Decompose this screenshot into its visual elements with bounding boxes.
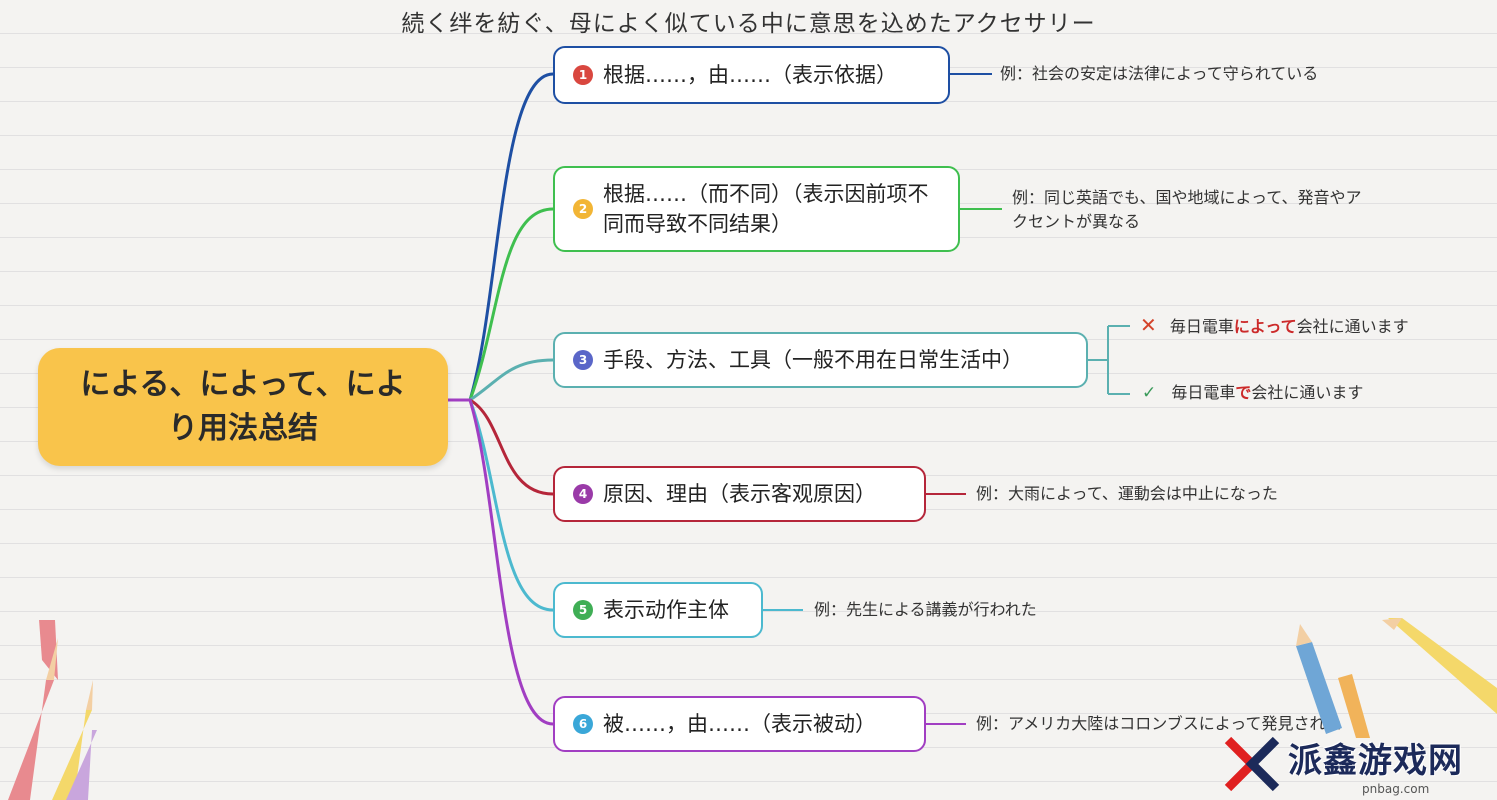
branch-label-2: 根据……（而不同）（表示因前项不同而导致不同结果）: [603, 182, 929, 236]
badge-6: 6: [573, 714, 593, 734]
watermark-sub: pnbag.com: [1362, 781, 1430, 796]
connector-4: [469, 398, 554, 496]
example-3-right-post: 会社に通います: [1251, 383, 1364, 402]
watermark-text: 派鑫游戏网: [1288, 740, 1463, 781]
example-3-wrong-highlight: によって: [1233, 317, 1297, 336]
badge-5: 5: [573, 600, 593, 620]
connector-2: [468, 207, 554, 401]
branch-node-2: 2 根据……（而不同）（表示因前项不同而导致不同结果）: [553, 166, 960, 252]
example-3-right-highlight: で: [1235, 383, 1252, 402]
branch-node-1: 1 根据……，由……（表示依据）: [553, 46, 950, 104]
branch-label-1: 根据……，由……（表示依据）: [603, 63, 897, 87]
badge-2: 2: [573, 199, 593, 219]
branch-label-5: 表示动作主体: [603, 598, 729, 622]
check-icon: ✓: [1142, 383, 1157, 403]
example-3-wrong: ✕ 毎日電車によって会社に通います: [1140, 313, 1470, 339]
pencil-right-icon: [1296, 618, 1497, 738]
example-3-wrong-post: 会社に通います: [1296, 317, 1409, 336]
cross-icon: ✕: [1140, 313, 1157, 337]
branch-node-6: 6 被……，由……（表示被动）: [553, 696, 926, 752]
branch-node-3: 3 手段、方法、工具（一般不用在日常生活中）: [553, 332, 1088, 388]
page-title: 続く绊を紡ぐ、母によく似ている中に意思を込めたアクセサリー: [401, 11, 1096, 37]
watermark-logo: 派鑫游戏网 pnbag.com: [1222, 728, 1497, 800]
branch-label-3: 手段、方法、工具（一般不用在日常生活中）: [603, 348, 1023, 372]
connector-6: [448, 398, 554, 726]
example-5: 例：先生による講義が行われた: [814, 600, 1037, 619]
branch-node-5: 5 表示动作主体: [553, 582, 763, 638]
badge-3: 3: [573, 350, 593, 370]
example-4: 例：大雨によって、運動会は中止になった: [976, 484, 1278, 503]
branch-label-4: 原因、理由（表示客观原因）: [603, 482, 876, 506]
example-1: 例：社会の安定は法律によって守られている: [1000, 64, 1319, 83]
badge-4: 4: [573, 484, 593, 504]
watermark-mark-icon: [1224, 736, 1280, 792]
pencil-left-icon: [8, 620, 97, 800]
connector-3: [469, 358, 554, 402]
example-3-right-pre: 毎日電車: [1171, 383, 1236, 402]
branch-node-4: 4 原因、理由（表示客观原因）: [553, 466, 926, 522]
example-3-right: ✓ 毎日電車で会社に通います: [1142, 381, 1472, 405]
branch-label-6: 被……，由……（表示被动）: [603, 712, 876, 736]
connector-5: [468, 399, 554, 612]
example-3-wrong-pre: 毎日電車: [1169, 317, 1234, 336]
example-bracket-3: [1088, 325, 1130, 395]
connector-1: [468, 72, 554, 401]
root-node: による、によって、により用法总结: [38, 348, 448, 466]
example-6: 例：アメリカ大陸はコロンブスによって発見された: [976, 714, 1342, 733]
example-2: 例：同じ英語でも、国や地域によって、発音やアクセントが異なる: [1012, 188, 1362, 231]
badge-1: 1: [573, 65, 593, 85]
